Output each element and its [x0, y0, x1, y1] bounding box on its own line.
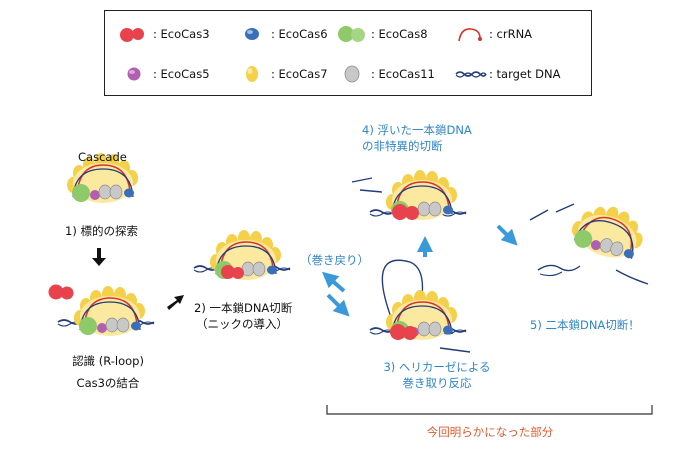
legend-label-cas5: : EcoCas5	[153, 67, 210, 81]
legend-label-target-dna: : target DNA	[489, 67, 561, 81]
legend-label-cas6: : EcoCas6	[271, 27, 328, 41]
arrow-diagonal-icon	[496, 224, 518, 246]
cas8-icon	[338, 26, 365, 42]
cas7-icon	[246, 66, 258, 82]
label-step1: 1) 標的の探索	[65, 224, 138, 238]
cas11-icon	[344, 65, 360, 83]
cascade-helicase	[369, 259, 471, 353]
legend-item-cas3: : EcoCas3	[117, 25, 210, 43]
target-dna-icon	[455, 71, 487, 78]
legend-item-cas11: : EcoCas11	[335, 65, 435, 83]
label-step3-line1: 3) ヘリカーゼによる	[383, 360, 491, 374]
cas3-icon	[120, 28, 144, 42]
legend-item-cas6: : EcoCas6	[235, 25, 328, 43]
label-step2-line2: （ニックの導入）	[196, 317, 288, 331]
legend-item-cas5: : EcoCas5	[117, 65, 210, 83]
label-step5: 5) 二本鎖DNA切断！	[530, 318, 640, 332]
legend-label-cas3: : EcoCas3	[153, 27, 210, 41]
arrow-back-icon	[321, 271, 346, 293]
label-rewind: （巻き戻り）	[300, 253, 369, 267]
crrna-icon	[458, 28, 482, 42]
new-part-bracket	[326, 405, 653, 415]
legend-label-cas7: : EcoCas7	[271, 67, 328, 81]
label-step4-line2: の非特異的切断	[362, 139, 443, 153]
cas5-icon	[127, 67, 141, 81]
label-cascade: Cascade	[78, 150, 127, 164]
arrow-down-icon	[92, 248, 106, 266]
cascade-ssdna-cleavage	[351, 169, 467, 221]
legend-item-target-dna: : target DNA	[453, 65, 560, 83]
legend-item-cas8: : EcoCas8	[335, 25, 428, 43]
legend-item-cas7: : EcoCas7	[235, 65, 328, 83]
arrow-right-icon	[167, 295, 184, 310]
cas6-icon	[245, 28, 259, 40]
label-new-part: 今回明らかになった部分	[426, 425, 554, 439]
label-cas3-binding: Cas3の結合	[76, 376, 140, 390]
cascade-nick	[193, 229, 291, 281]
legend-label-cas8: : EcoCas8	[371, 27, 428, 41]
legend-item-crrna: : crRNA	[453, 25, 532, 43]
arrow-forward-icon	[326, 293, 350, 317]
label-step2-line1: 2) 一本鎖DNA切断	[194, 301, 293, 315]
label-step4-line1: 4) 浮いた一本鎖DNA	[362, 123, 472, 137]
cascade-dsdna-break	[529, 195, 651, 285]
legend-box: : EcoCas3 : EcoCas6 : EcoCas8 : crRNA : …	[104, 10, 592, 96]
label-recognition: 認識 (R-loop)	[72, 354, 144, 368]
label-step3-line2: 巻き取り反応	[402, 376, 472, 390]
legend-label-cas11: : EcoCas11	[371, 67, 435, 81]
legend-label-crrna: : crRNA	[489, 27, 533, 41]
cascade-recognition	[48, 284, 155, 337]
